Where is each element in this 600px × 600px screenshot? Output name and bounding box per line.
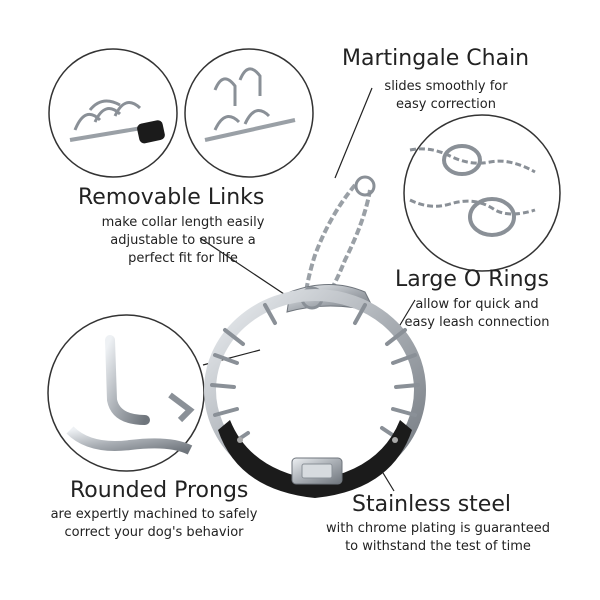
links-heading: Removable Links (78, 185, 265, 210)
prong-collar (204, 175, 426, 498)
rings-description: allow for quick and easy leash connectio… (392, 296, 562, 332)
prongs-heading: Rounded Prongs (70, 478, 249, 503)
steel-heading: Stainless steel (352, 492, 511, 517)
rings-detail-circle (403, 114, 561, 272)
steel-desc-line-1: with chrome plating is guaranteed (326, 521, 550, 536)
rings-desc-line-1: allow for quick and (415, 297, 539, 312)
martingale-desc-line-2: easy correction (396, 97, 496, 112)
links-detail-circle-right (184, 48, 314, 178)
prongs-desc-line-2: correct your dog's behavior (64, 525, 244, 540)
rings-heading: Large O Rings (395, 267, 549, 292)
prongs-detail-circle (47, 314, 205, 472)
steel-desc-line-2: to withstand the test of time (345, 539, 531, 554)
prongs-desc-line-1: are expertly machined to safely (50, 507, 258, 522)
links-description: make collar length easily adjustable to … (78, 214, 288, 268)
prongs-description: are expertly machined to safely correct … (44, 506, 264, 542)
steel-description: with chrome plating is guaranteed to wit… (318, 520, 558, 556)
rings-desc-line-2: easy leash connection (404, 315, 550, 330)
martingale-desc-line-1: slides smoothly for (384, 79, 508, 94)
martingale-heading: Martingale Chain (342, 46, 530, 71)
links-detail-circle-left (48, 48, 178, 178)
links-desc-line-1: make collar length easily (101, 215, 265, 230)
links-desc-line-2: adjustable to ensure a (110, 233, 256, 248)
links-desc-line-3: perfect fit for life (128, 251, 238, 266)
martingale-description: slides smoothly for easy correction (376, 78, 516, 114)
